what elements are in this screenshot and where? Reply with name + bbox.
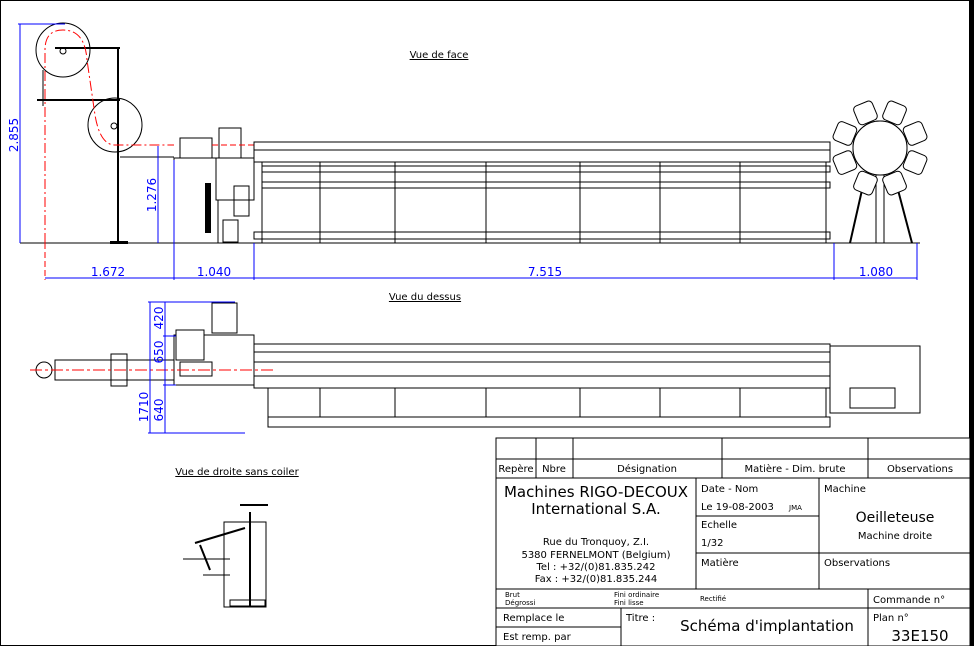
- machine-sub: Machine droite: [858, 531, 932, 542]
- dim-coil-length: 1.672: [91, 265, 125, 279]
- wheel-petal: [832, 121, 858, 146]
- wheel-petal: [853, 100, 878, 126]
- dim-650: 650: [152, 341, 166, 364]
- wheel-petal: [902, 121, 928, 146]
- plan-number: 33E150: [891, 627, 948, 645]
- top-dimensions: 420 650 640 1710: [137, 301, 245, 434]
- company-fax: Fax : +32/(0)81.835.244: [535, 574, 658, 585]
- header-nbre: Nbre: [542, 464, 566, 475]
- dim-table-length: 7.515: [528, 265, 562, 279]
- date-value: Le 19-08-2003: [701, 502, 774, 513]
- material-label: Matière: [701, 557, 739, 569]
- eyelet-wheel: [832, 100, 928, 244]
- front-dimensions: 2.855 1.276 1.672 1.040 7.515 1.080: [7, 23, 918, 280]
- scale-value: 1/32: [701, 538, 723, 549]
- company-address-1: Rue du Tronquoy, Z.I.: [543, 537, 649, 548]
- upper-coil: [35, 22, 91, 78]
- dim-1710: 1710: [137, 392, 151, 423]
- feed-head: [173, 127, 255, 244]
- header-designation: Désignation: [617, 463, 677, 475]
- company-address-2: 5380 FERNELMONT (Belgium): [521, 550, 670, 561]
- wheel-petal: [853, 170, 878, 196]
- wire-path: [44, 29, 174, 243]
- company-tel: Tel : +32/(0)81.835.242: [536, 562, 656, 573]
- wheel-petal: [882, 100, 907, 126]
- wheel-hub: [852, 120, 908, 176]
- wheel-petal: [882, 170, 907, 196]
- observations-label: Observations: [824, 558, 890, 569]
- finish-brut: Brut: [505, 591, 520, 599]
- dim-head-length: 1.040: [197, 265, 231, 279]
- remplace-label: Remplace le: [503, 613, 564, 624]
- top-view: Vue du dessus 420 650 640 1710: [30, 292, 921, 434]
- sheet-edge: [969, 0, 974, 646]
- right-view-title: Vue de droite sans coiler: [175, 467, 299, 478]
- wheel-petal: [902, 150, 928, 175]
- titre-value: Schéma d'implantation: [680, 617, 854, 635]
- front-view: Vue de face: [7, 22, 928, 280]
- dim-wheel-length: 1.080: [859, 265, 893, 279]
- coil-stand: [35, 22, 174, 244]
- dim-420: 420: [152, 307, 166, 330]
- titre-label: Titre :: [625, 613, 655, 624]
- header-repere: Repère: [498, 463, 533, 475]
- company-name-2: International S.A.: [531, 500, 661, 518]
- dim-height-total: 2.855: [7, 118, 21, 152]
- machine-name: Oeilleteuse: [856, 510, 935, 526]
- author: JMA: [788, 504, 802, 512]
- top-view-title: Vue du dessus: [389, 292, 461, 303]
- wheel-petal: [832, 150, 858, 175]
- main-table: [253, 141, 831, 243]
- front-view-title: Vue de face: [410, 50, 469, 61]
- plan-label: Plan n°: [873, 613, 909, 624]
- est-remp-label: Est remp. par: [503, 632, 572, 643]
- commande-label: Commande n°: [873, 595, 945, 606]
- header-observations: Observations: [887, 464, 953, 475]
- company-name-1: Machines RIGO-DECOUX: [504, 483, 688, 501]
- finish-fini-ordinaire: Fini ordinaire: [614, 591, 659, 599]
- finish-degrossi: Dégrossi: [505, 599, 535, 607]
- date-label: Date - Nom: [701, 484, 758, 495]
- title-block: Repère Nbre Désignation Matière - Dim. b…: [495, 437, 971, 646]
- right-view: Vue de droite sans coiler: [175, 467, 300, 608]
- machine-label: Machine: [824, 484, 866, 495]
- header-matiere: Matière - Dim. brute: [744, 463, 845, 475]
- dim-640: 640: [152, 399, 166, 422]
- scale-label: Echelle: [701, 520, 737, 531]
- finish-rectifie: Rectifié: [700, 595, 726, 603]
- dim-feed-height: 1.276: [145, 178, 159, 212]
- finish-fini-lisse: Fini lisse: [614, 599, 644, 607]
- lower-coil: [87, 97, 143, 153]
